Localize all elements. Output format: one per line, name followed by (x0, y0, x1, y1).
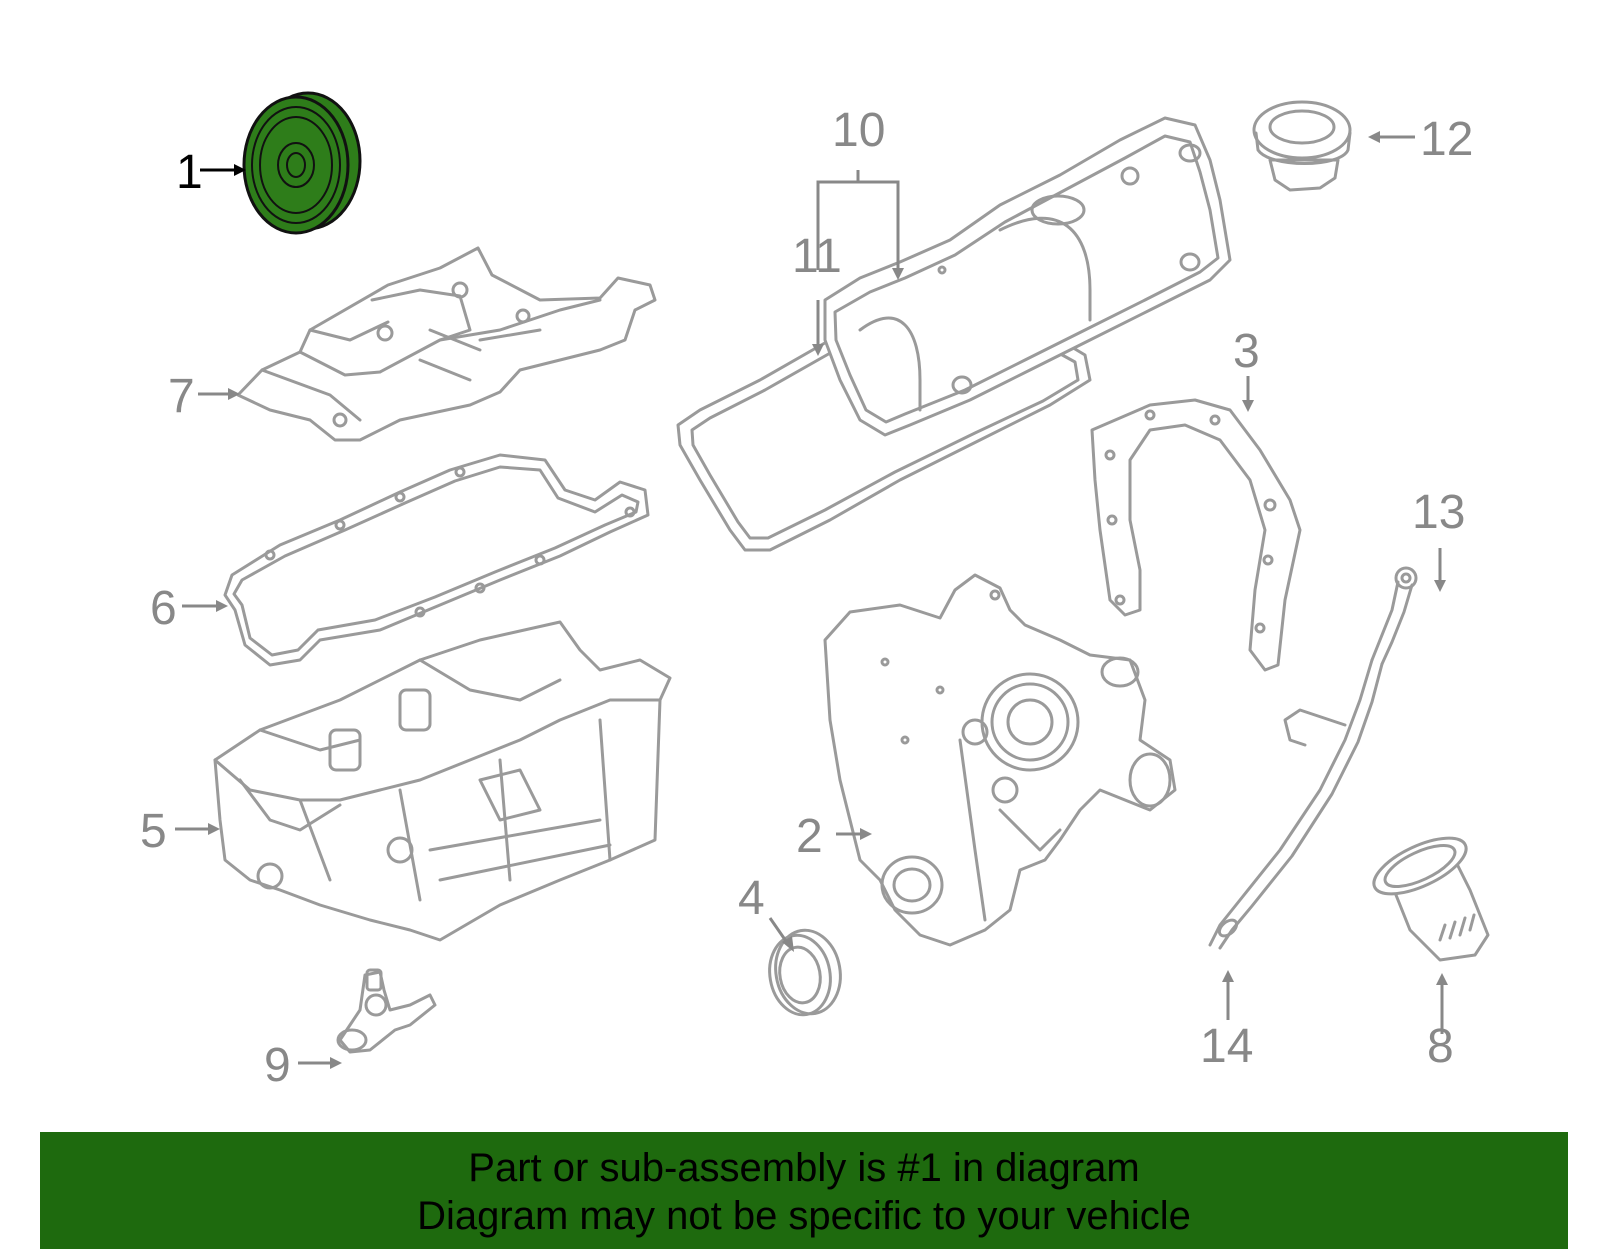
part-4-seal[interactable] (764, 925, 847, 1020)
callout-labels: 1 2 3 4 5 6 7 8 9 10 11 12 13 14 (140, 104, 1473, 1092)
callout-2[interactable]: 2 (796, 810, 823, 863)
callout-7[interactable]: 7 (168, 370, 195, 423)
part-9-sensor[interactable] (336, 968, 437, 1054)
callout-4[interactable]: 4 (738, 872, 765, 925)
part-1-pulley[interactable] (242, 91, 362, 235)
part-13-dipstick[interactable] (1370, 566, 1418, 666)
callout-12[interactable]: 12 (1420, 113, 1473, 166)
info-banner: Part or sub-assembly is #1 in diagram Di… (40, 1132, 1568, 1249)
callout-8[interactable]: 8 (1427, 1020, 1454, 1073)
callout-6[interactable]: 6 (150, 582, 177, 635)
callout-arrows (175, 131, 1448, 1069)
banner-line-2: Diagram may not be specific to your vehi… (417, 1194, 1191, 1238)
callout-1[interactable]: 1 (176, 146, 203, 199)
part-5-oil-pan[interactable] (213, 620, 672, 942)
part-14-dipstick-tube[interactable] (1208, 658, 1384, 950)
callout-9[interactable]: 9 (264, 1039, 291, 1092)
callout-10[interactable]: 10 (832, 104, 885, 157)
part-8-oil-filter[interactable] (1366, 827, 1490, 962)
callout-13[interactable]: 13 (1412, 486, 1465, 539)
callout-14[interactable]: 14 (1200, 1020, 1253, 1073)
part-2-front-cover[interactable] (823, 573, 1177, 947)
banner-line-1: Part or sub-assembly is #1 in diagram (468, 1146, 1140, 1190)
callout-11[interactable]: 11 (792, 230, 842, 283)
part-10-valve-cover[interactable] (823, 116, 1232, 437)
part-6-pan-gasket[interactable] (223, 453, 650, 667)
callout-3[interactable]: 3 (1233, 325, 1260, 378)
part-12-filler-cap[interactable] (1252, 100, 1352, 192)
part-3-timing-gasket[interactable] (1090, 398, 1302, 672)
part-7-intake-manifold[interactable] (236, 246, 657, 442)
callout-5[interactable]: 5 (140, 805, 167, 858)
